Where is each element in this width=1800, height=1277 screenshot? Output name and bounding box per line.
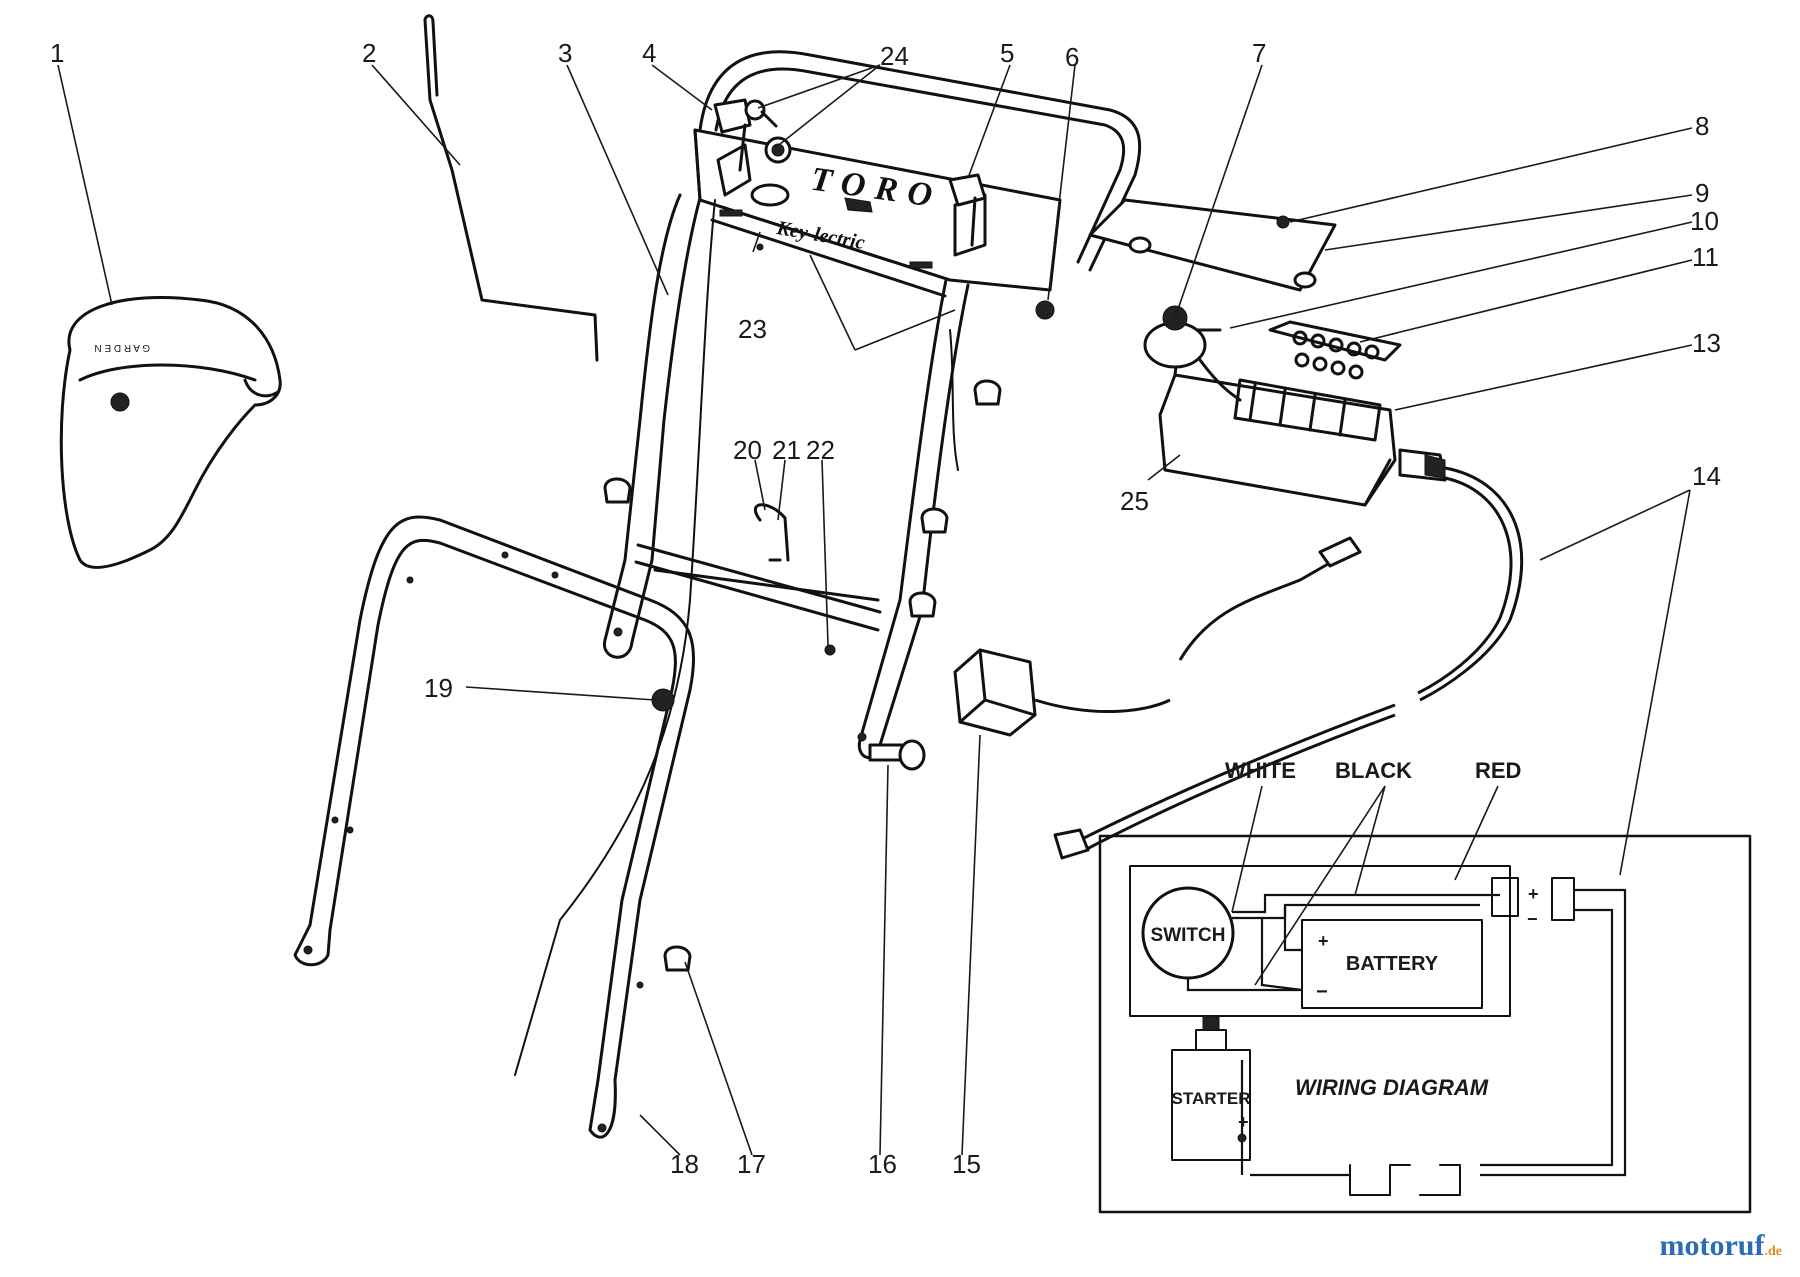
label-21: 21 xyxy=(772,435,801,465)
watermark-tld: .de xyxy=(1764,1244,1783,1259)
battery-plus: + xyxy=(1318,931,1329,951)
label-23: 23 xyxy=(738,314,767,344)
part-24-ignition-key xyxy=(744,99,778,128)
svg-text:G A R D E N: G A R D E N xyxy=(94,342,150,353)
connector-minus: − xyxy=(1527,909,1538,929)
label-22: 22 xyxy=(806,435,835,465)
part-25-battery-box xyxy=(1088,198,1447,507)
label-1: 1 xyxy=(50,38,64,68)
part-15-charger xyxy=(953,536,1362,737)
label-3: 3 xyxy=(558,38,572,68)
wire-white-label: WHITE xyxy=(1225,758,1296,783)
part-23-washer xyxy=(756,243,764,251)
label-11: 11 xyxy=(1692,242,1719,272)
label-6: 6 xyxy=(1065,42,1079,72)
label-14: 14 xyxy=(1692,461,1721,491)
watermark-logo: motoruf.de xyxy=(1660,1229,1782,1263)
part-19-knob xyxy=(651,688,675,712)
label-4: 4 xyxy=(642,38,656,68)
label-24: 24 xyxy=(880,41,909,71)
part-18-lower-handle xyxy=(293,515,696,1139)
part-22-nut xyxy=(824,644,836,656)
switch-label: SWITCH xyxy=(1151,925,1226,946)
watermark-name: motoruf xyxy=(1659,1229,1765,1262)
label-25: 25 xyxy=(1120,486,1149,516)
part-2-control-rod xyxy=(423,14,599,362)
wiring-diagram: SWITCH BATTERY + − + − STARTER + WIRING … xyxy=(1098,758,1752,1214)
label-17: 17 xyxy=(737,1149,766,1179)
starter-plus: + xyxy=(1238,1112,1249,1132)
label-7: 7 xyxy=(1252,38,1266,68)
label-2: 2 xyxy=(362,38,376,68)
control-panel: TORO Key-lectric xyxy=(693,128,1062,298)
label-20: 20 xyxy=(733,435,762,465)
part-6-screw xyxy=(1035,300,1055,320)
label-18: 18 xyxy=(670,1149,699,1179)
part-21-hook-bracket xyxy=(753,503,790,562)
cable-clips xyxy=(603,379,1002,972)
control-cables xyxy=(514,199,959,1076)
label-16: 16 xyxy=(868,1149,897,1179)
label-9: 9 xyxy=(1695,178,1709,208)
label-10: 10 xyxy=(1690,206,1719,236)
wiring-diagram-title: WIRING DIAGRAM xyxy=(1295,1075,1489,1100)
part-11-battery-cells xyxy=(1268,320,1402,380)
label-8: 8 xyxy=(1695,111,1709,141)
part-1-grass-shield: G A R D E N xyxy=(59,296,282,569)
battery-symbol xyxy=(1301,919,1483,1009)
wire-black-label: BLACK xyxy=(1335,758,1412,783)
starter-label: STARTER xyxy=(1171,1089,1250,1108)
label-15: 15 xyxy=(952,1149,981,1179)
part-number-labels: 1 2 3 4 24 5 6 7 8 9 10 11 13 14 25 23 2… xyxy=(50,38,1721,1179)
label-19: 19 xyxy=(424,673,453,703)
leader-lines xyxy=(57,64,1693,1156)
wire-red-label: RED xyxy=(1475,758,1521,783)
part-3-upper-handle xyxy=(603,50,1142,760)
label-13: 13 xyxy=(1692,328,1721,358)
battery-label: BATTERY xyxy=(1346,953,1439,975)
battery-minus: − xyxy=(1316,981,1328,1003)
part-4-throttle-lever xyxy=(713,98,752,172)
part-14-cord xyxy=(1053,466,1524,860)
label-5: 5 xyxy=(1000,38,1014,68)
part-16-bolt xyxy=(868,739,926,771)
connector-plus: + xyxy=(1528,884,1539,904)
